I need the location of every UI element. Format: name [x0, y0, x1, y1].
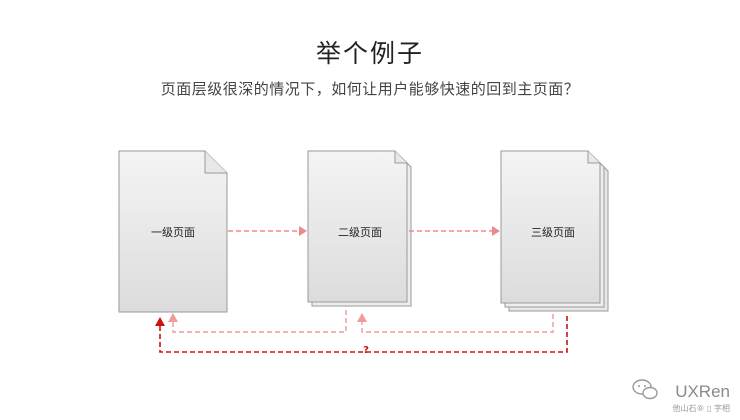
- page-title: 举个例子: [315, 39, 424, 68]
- level2-page-label: 二级页面: [338, 226, 382, 239]
- level2-page-icon: [307, 150, 412, 307]
- watermark: UXRen 他山石® ▯ 字相: [671, 382, 731, 414]
- page-subtitle: 页面层级很深的情况下，如何让用户能够快速的回到主页面？: [160, 80, 580, 98]
- level1-page-icon: [118, 150, 228, 313]
- arrow-level1-to-level2: [228, 226, 307, 236]
- watermark-subtext: 他山石® ▯ 字相: [672, 404, 731, 413]
- wechat-icon: [632, 379, 658, 400]
- return-arrow-level3-to-level2: [357, 313, 554, 333]
- watermark-brand: UXRen: [675, 382, 730, 401]
- arrow-level2-to-level3: [409, 226, 500, 236]
- question-mark: ?: [363, 345, 369, 356]
- level1-page-label: 一级页面: [151, 226, 195, 239]
- level3-page-label: 三级页面: [531, 226, 575, 239]
- return-arrow-level3-to-level1: [155, 316, 568, 353]
- return-arrow-level2-to-level1: [168, 310, 347, 333]
- level3-page-icon: [500, 150, 609, 312]
